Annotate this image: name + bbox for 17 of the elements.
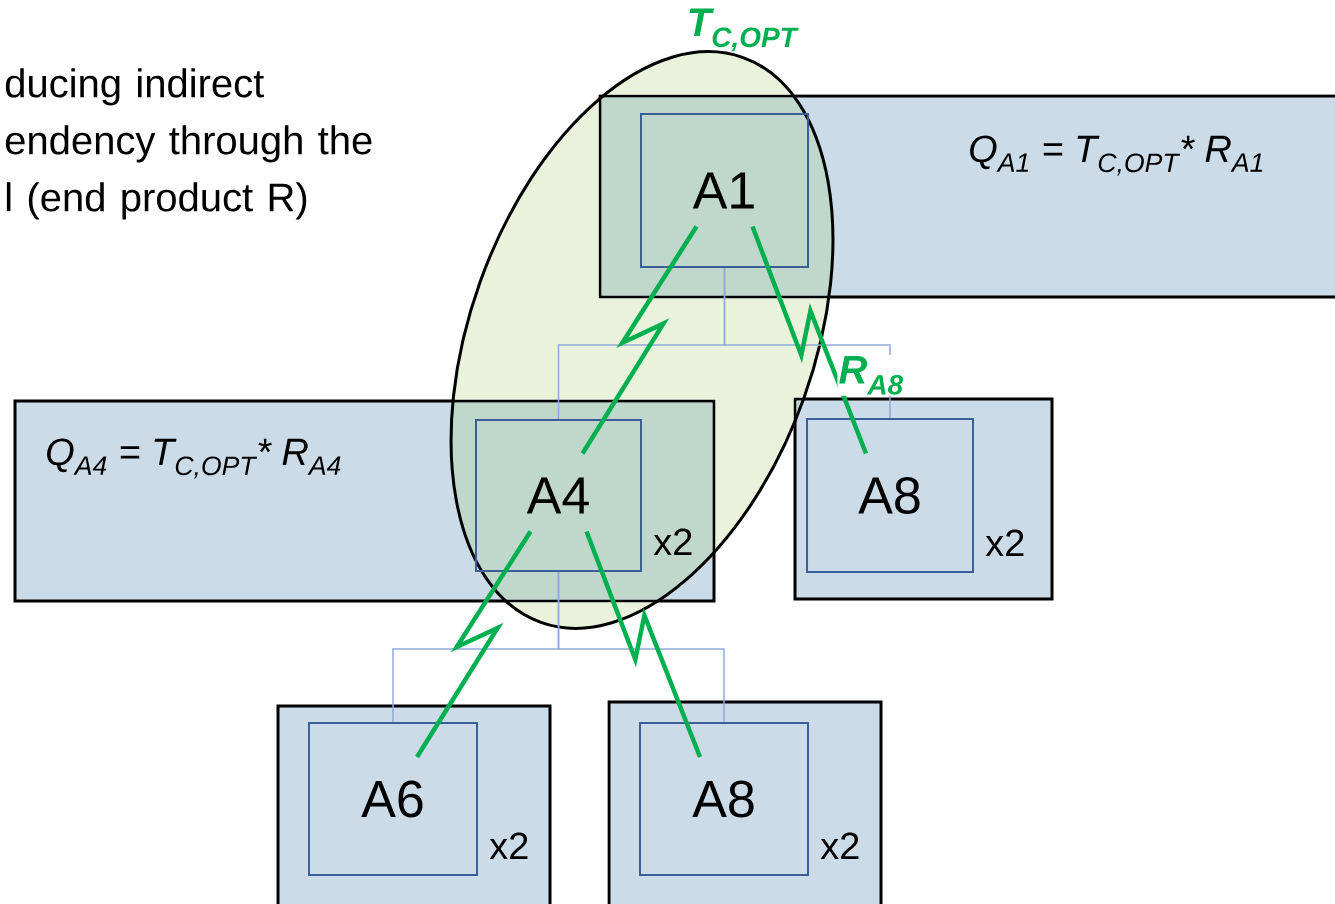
- edge-label: R$_{A8}$: [837, 354, 905, 396]
- highlight-label: T$_{C,OPT}$: [689, 8, 799, 52]
- assembly-panel: [607, 700, 883, 904]
- quantity-label: x2: [653, 528, 692, 555]
- quantity-label: x2: [820, 832, 859, 859]
- part-box: A8: [806, 418, 974, 573]
- part-box: A8: [639, 722, 809, 876]
- part-box: A1: [640, 113, 809, 268]
- assembly-panel: [793, 397, 1054, 601]
- part-box: A4: [475, 419, 642, 572]
- signal-line: [580, 225, 699, 455]
- tree-connector: [557, 571, 725, 723]
- quantity-label: x2: [985, 529, 1024, 556]
- part-box: A6: [308, 722, 478, 876]
- quantity-label: x2: [489, 832, 528, 859]
- description-text: ducing indirect endency through the l (end product R): [5, 68, 372, 220]
- assembly-panel: [276, 704, 552, 904]
